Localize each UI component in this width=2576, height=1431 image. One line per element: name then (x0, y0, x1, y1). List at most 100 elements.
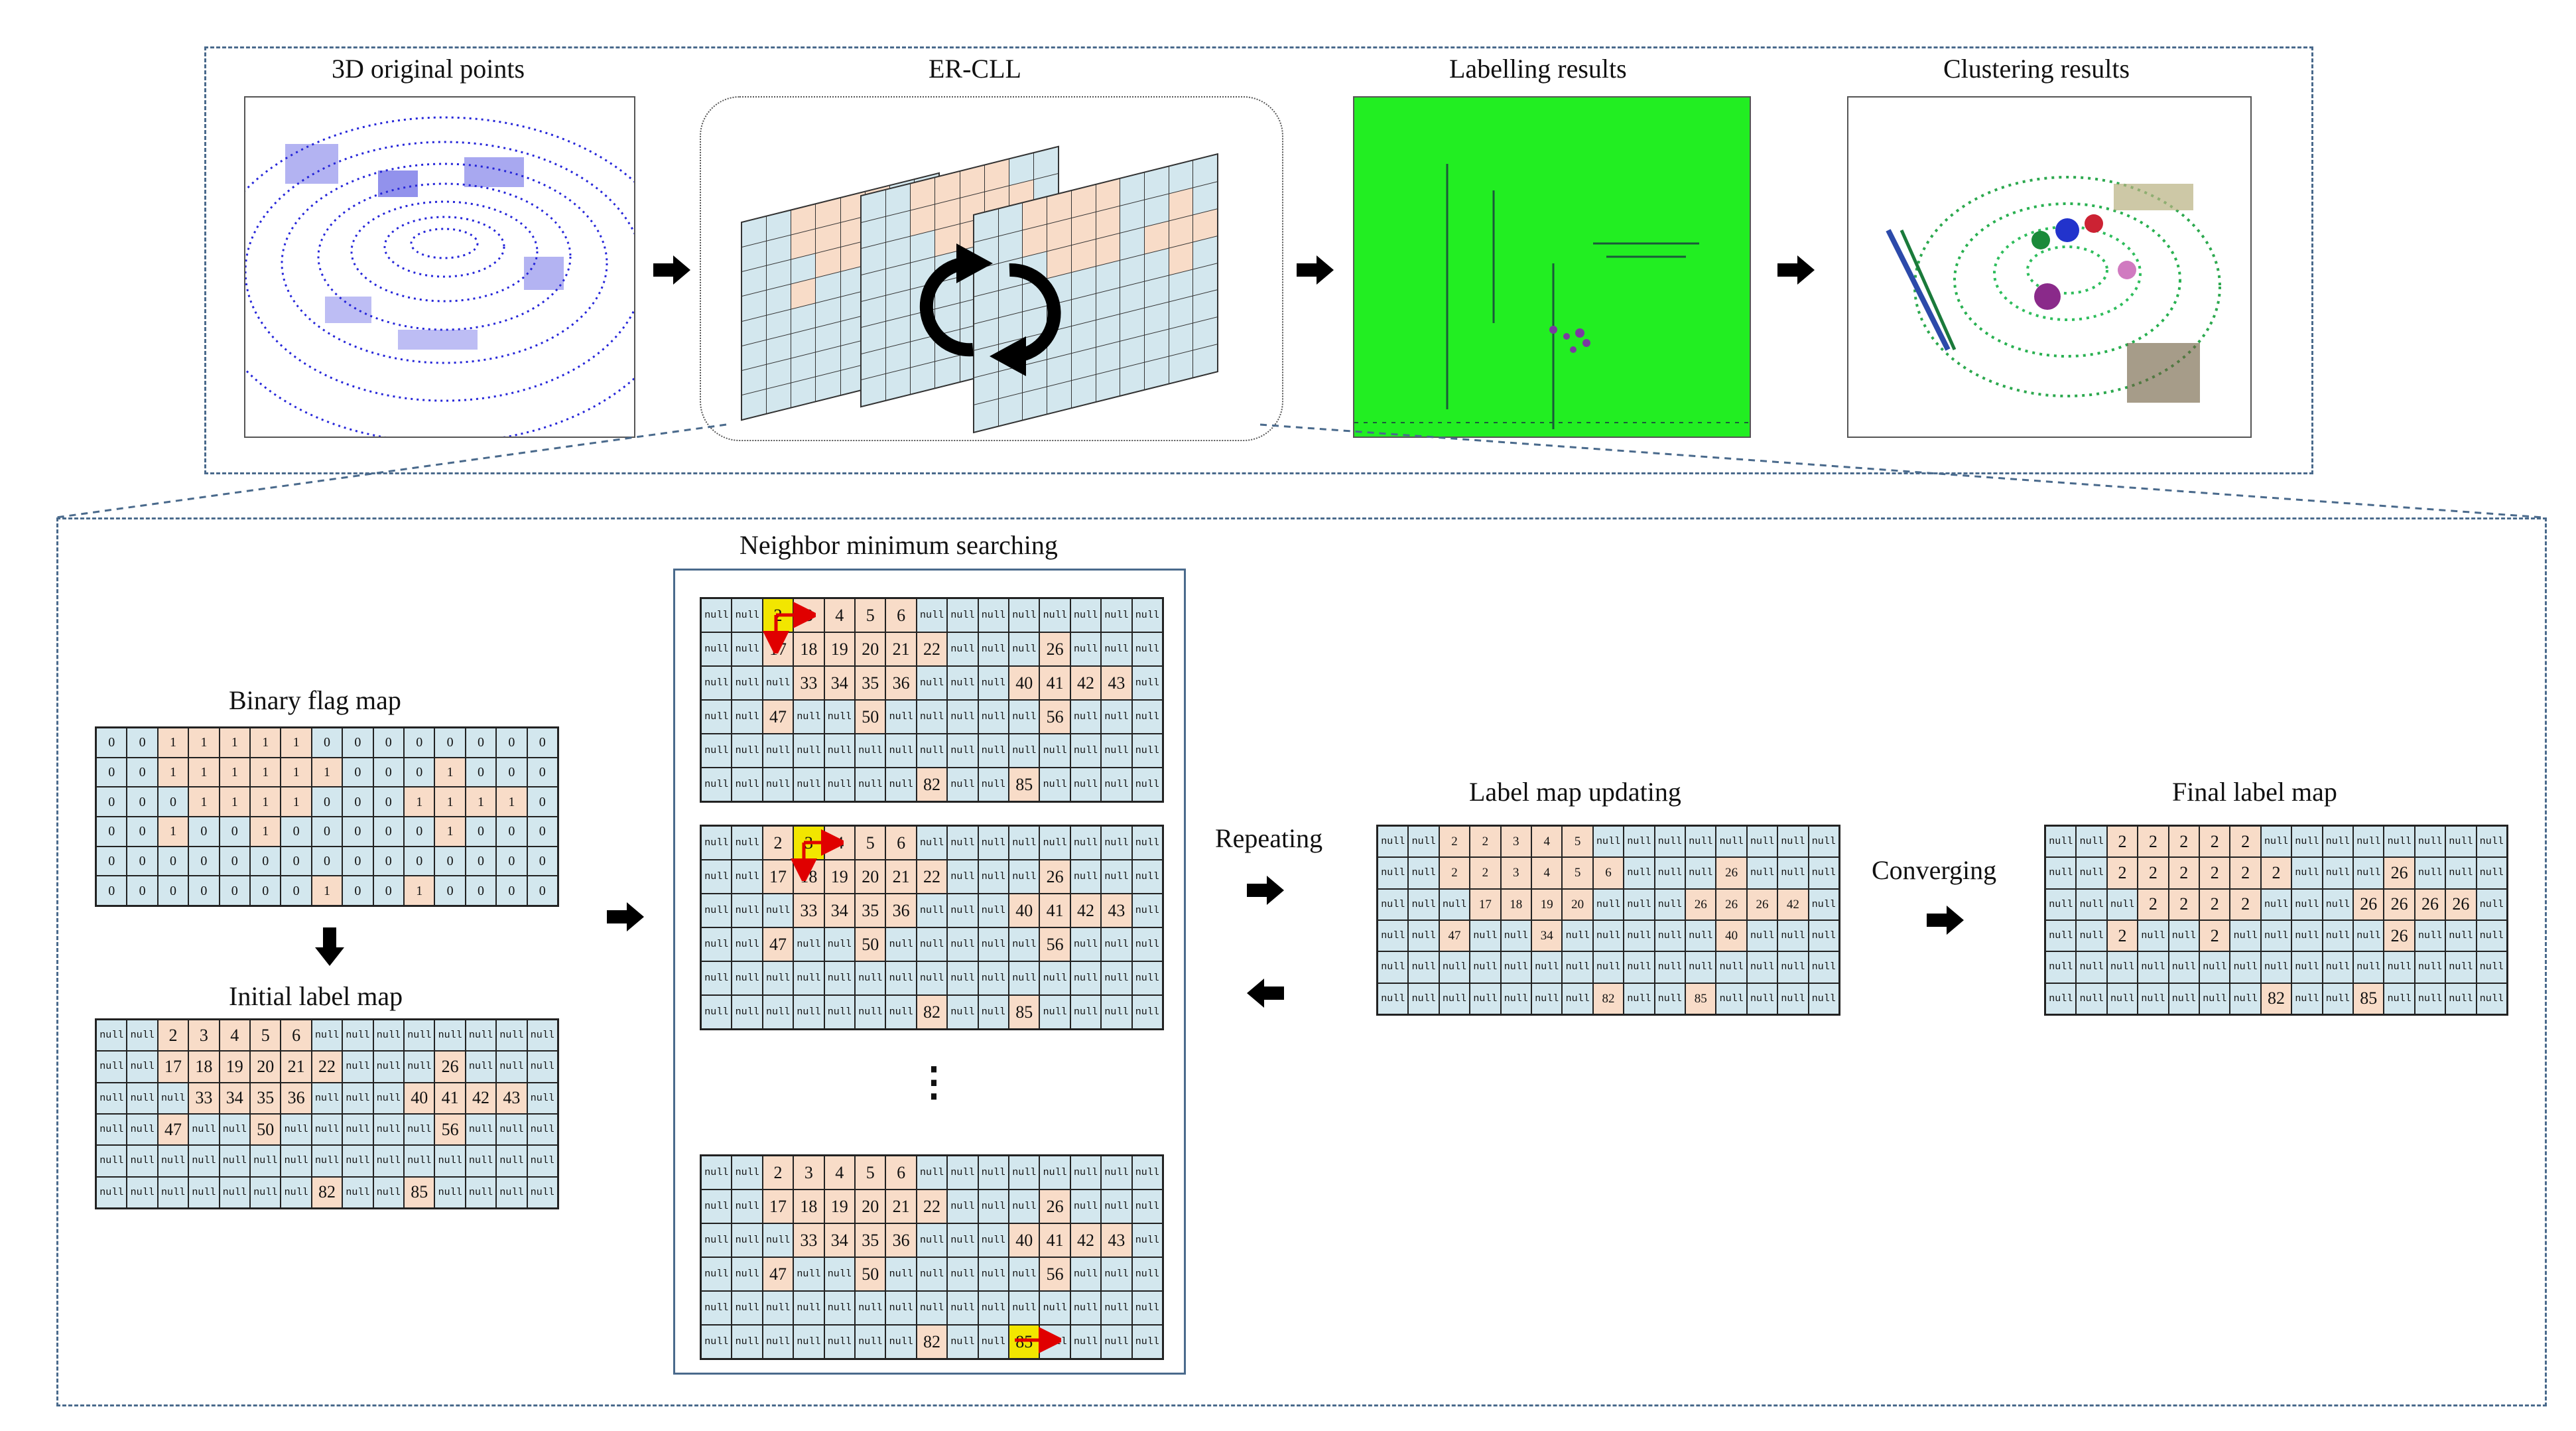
grid-cell: null (1378, 858, 1408, 888)
grid-cell: 1 (497, 787, 527, 816)
grid-cell: 22 (917, 633, 947, 665)
grid-cell: 0 (158, 876, 188, 905)
grid-cell: null (1593, 827, 1624, 857)
grid-cell: null (2046, 889, 2076, 920)
grid-cell: null (1409, 952, 1439, 983)
grid-cell: null (1102, 599, 1131, 632)
grid-cell: null (281, 1114, 311, 1145)
grid-cell: null (886, 734, 916, 767)
grid-cell: null (373, 1052, 403, 1082)
grid-cell: 19 (824, 633, 854, 665)
grid-cell: null (1040, 996, 1070, 1028)
grid-cell: null (1378, 920, 1408, 951)
grid-cell: null (2384, 983, 2414, 1014)
grid-cell: 85 (1009, 768, 1039, 801)
grid-cell: null (917, 962, 947, 994)
er-cll-panel (700, 96, 1283, 441)
grid-cell: 1 (251, 787, 281, 816)
grid-cell: null (405, 1020, 434, 1051)
grid-cell: null (158, 1083, 188, 1113)
grid-cell: null (948, 894, 978, 927)
grid-cell: 5 (856, 599, 885, 632)
grid-cell: null (189, 1114, 219, 1145)
grid-cell: 19 (824, 860, 854, 893)
grid-cell: 0 (251, 847, 281, 876)
overview-frame (204, 46, 2313, 474)
grid-cell: 85 (2354, 983, 2384, 1014)
grid-cell: 1 (281, 758, 311, 787)
grid-cell: null (948, 599, 978, 632)
grid-cell: null (1686, 858, 1716, 888)
grid-cell: 0 (373, 876, 403, 905)
grid-cell: null (856, 768, 885, 801)
grid-cell: null (1624, 952, 1654, 983)
grid-cell: null (497, 1052, 527, 1082)
grid-cell: null (1009, 701, 1039, 733)
grid-cell: null (2354, 858, 2384, 888)
grid-cell: null (97, 1146, 127, 1176)
grid-cell: null (886, 928, 916, 961)
grid-cell: null (978, 1258, 1008, 1290)
grid-cell: 2 (2261, 858, 2291, 888)
grid-cell: null (978, 928, 1008, 961)
grid-cell: null (794, 962, 824, 994)
grid-cell: null (1409, 983, 1439, 1014)
grid-cell: 4 (1532, 858, 1562, 888)
grid-cell: null (824, 768, 854, 801)
grid-cell: 1 (158, 817, 188, 846)
grid-cell: 0 (189, 847, 219, 876)
grid-cell: null (2169, 920, 2199, 951)
grid-cell: 1 (435, 817, 465, 846)
grid-cell: 0 (527, 847, 557, 876)
grid-cell: null (312, 1146, 342, 1176)
grid-cell: 0 (373, 817, 403, 846)
grid-cell: null (1809, 920, 1838, 951)
point-cloud-image (244, 96, 635, 438)
grid-cell: null (1624, 889, 1654, 920)
grid-cell: 0 (312, 787, 342, 816)
grid-cell: 0 (435, 728, 465, 757)
grid-cell: null (702, 701, 732, 733)
grid-cell: null (1409, 889, 1439, 920)
grid-cell: null (1778, 920, 1808, 951)
grid-cell: null (2477, 858, 2506, 888)
grid-cell: null (732, 1326, 762, 1358)
grid-cell: null (794, 1258, 824, 1290)
grid-cell: null (1809, 858, 1838, 888)
grid-cell: 47 (1439, 920, 1470, 951)
grid-cell: null (763, 894, 793, 927)
grid-cell: 2 (763, 827, 793, 859)
grid-cell: null (2415, 827, 2445, 857)
grid-cell: null (405, 1146, 434, 1176)
right-arrow-icon (1777, 255, 1815, 285)
grid-cell: null (373, 1114, 403, 1145)
grid-cell: null (732, 599, 762, 632)
er-cll-title: ER-CLL (929, 54, 1021, 84)
grid-cell: null (917, 667, 947, 699)
grid-cell: null (1132, 962, 1162, 994)
grid-cell: 0 (497, 758, 527, 787)
grid-cell: 33 (794, 667, 824, 699)
grid-cell: 1 (435, 787, 465, 816)
grid-cell: 1 (312, 876, 342, 905)
grid-cell: null (343, 1083, 373, 1113)
grid-cell: 6 (886, 827, 916, 859)
grid-cell: null (763, 996, 793, 1028)
converging-label: Converging (1872, 855, 1997, 885)
grid-cell: null (794, 768, 824, 801)
grid-cell: 40 (1009, 894, 1039, 927)
grid-cell: 0 (343, 817, 373, 846)
grid-cell: null (1778, 827, 1808, 857)
grid-cell: null (732, 996, 762, 1028)
grid-cell: null (824, 996, 854, 1028)
grid-cell: 34 (824, 894, 854, 927)
grid-cell: null (702, 1224, 732, 1257)
grid-cell: null (2292, 858, 2322, 888)
grid-cell: 0 (97, 728, 127, 757)
grid-cell: null (1532, 952, 1562, 983)
grid-cell: null (2107, 889, 2138, 920)
grid-cell: null (978, 667, 1008, 699)
grid-cell: 1 (435, 758, 465, 787)
grid-cell: null (343, 1020, 373, 1051)
grid-cell: null (1655, 952, 1685, 983)
